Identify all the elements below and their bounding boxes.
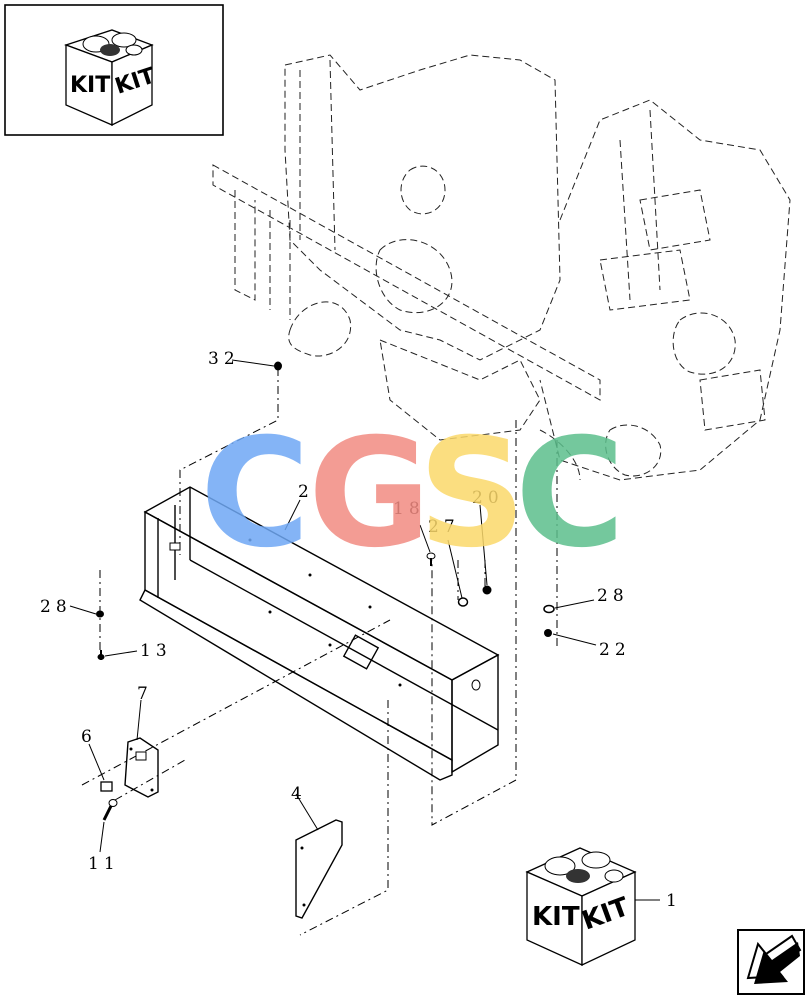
part-13-bolt xyxy=(97,650,105,660)
cgsc-watermark: C G S C xyxy=(200,407,625,581)
callout-11: 11 xyxy=(88,854,120,874)
callout-28-right: 28 xyxy=(597,586,629,606)
watermark-letter-g: G xyxy=(308,407,431,581)
watermark-letter-s: S xyxy=(418,407,526,581)
navigation-arrow-button[interactable] xyxy=(737,929,805,995)
callout-22: 22 xyxy=(599,640,631,660)
kit-box-icon: KIT KIT xyxy=(64,29,158,127)
hardware-parts xyxy=(96,361,555,660)
watermark-letter-c1: C xyxy=(200,407,310,581)
assembly-leader-lines xyxy=(81,368,558,936)
callout-27: 27 xyxy=(428,517,460,537)
kit-box-label-left: KIT xyxy=(70,73,110,98)
part-18-bolt xyxy=(426,552,436,566)
callout-4: 4 xyxy=(291,784,307,804)
part-1-kit-label-left: KIT xyxy=(532,902,580,932)
part-32-nut xyxy=(274,361,282,371)
callout-32: 32 xyxy=(208,349,240,369)
callout-7: 7 xyxy=(137,684,153,704)
callout-labels: 32 2 18 20 27 28 13 28 22 7 6 11 4 1 xyxy=(40,349,682,911)
callout-1: 1 xyxy=(666,891,682,911)
callout-28-left: 28 xyxy=(40,597,72,617)
callout-2: 2 xyxy=(298,482,314,502)
part-7-plate xyxy=(124,737,159,798)
part-11-screw xyxy=(102,799,118,821)
arrow-down-left-icon xyxy=(746,934,802,984)
part-4-panel xyxy=(295,819,343,919)
callout-6: 6 xyxy=(81,727,97,747)
part-27-washer xyxy=(457,597,469,607)
callout-20: 20 xyxy=(472,488,504,508)
part-28-washer-right xyxy=(543,604,555,614)
part-20-nut xyxy=(482,585,492,595)
part-22-nut xyxy=(544,629,552,637)
part-28-washer-left xyxy=(96,610,104,618)
tractor-frame-outline xyxy=(212,54,791,481)
watermark-letter-c2: C xyxy=(515,407,625,581)
kit-inset-frame: KIT KIT xyxy=(4,4,224,136)
callout-leaders xyxy=(69,359,597,853)
part-6-pad xyxy=(100,781,113,792)
callout-13: 13 xyxy=(140,641,172,661)
part-2-tray xyxy=(139,486,500,781)
callout-18: 18 xyxy=(393,499,425,519)
part-1-kit-box: KIT KIT xyxy=(525,847,660,967)
